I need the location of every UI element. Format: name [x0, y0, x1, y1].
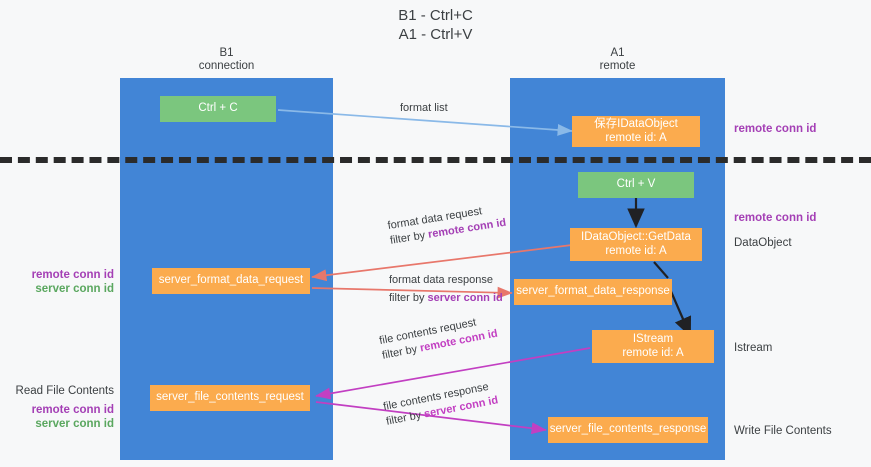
lane-header-a1-name: A1	[610, 47, 625, 59]
annotation-left-remote-conn-id: remote conn id	[31, 269, 114, 281]
annotation-write-file-contents: Write File Contents	[734, 425, 832, 437]
annotation-right-mid-remote-conn-id: remote conn id	[734, 212, 817, 224]
edge-label-fdresp-text: format data response	[389, 274, 493, 286]
node-istream-line2: remote id: A	[622, 346, 684, 359]
node-idataobject-getdata[interactable]: IDataObject::GetData remote id: A	[570, 228, 702, 261]
annotation-left-remote-conn-id-2: remote conn id	[31, 404, 114, 416]
edge-label-fdresp-filter-id: server conn id	[427, 292, 503, 304]
edge-label-file-contents-response: file contents response filter by server …	[382, 379, 499, 430]
annotation-dataobject: DataObject	[734, 237, 792, 249]
diagram-title: B1 - Ctrl+C A1 - Ctrl+V	[0, 6, 871, 44]
node-save-idataobject-line1: 保存IDataObject	[594, 118, 678, 130]
node-server-format-data-request[interactable]: server_format_data_request	[152, 268, 310, 294]
annotation-left-server-conn-id-2: server conn id	[35, 418, 114, 430]
node-save-idataobject[interactable]: 保存IDataObject remote id: A	[572, 116, 700, 147]
annotation-left-server-conn-id: server conn id	[35, 283, 114, 295]
node-fmt-req-label: server_format_data_request	[158, 274, 304, 287]
phase-divider	[0, 157, 871, 163]
edge-label-file-contents-request: file contents request filter by remote c…	[378, 312, 499, 364]
edge-label-format-data-request: format data request filter by remote con…	[387, 201, 508, 249]
node-server-format-data-response[interactable]: server_format_data_response	[514, 279, 672, 305]
annotation-read-file-contents: Read File Contents	[15, 385, 114, 397]
title-line-2: A1 - Ctrl+V	[398, 26, 473, 43]
annotation-istream: Istream	[734, 342, 773, 354]
edge-label-format-list-text: format list	[400, 102, 448, 114]
node-file-req-label: server_file_contents_request	[156, 391, 304, 404]
lane-header-b1-name: B1	[219, 47, 234, 59]
node-ctrl-c-label: Ctrl + C	[198, 102, 238, 115]
lane-header-a1-role: remote	[599, 60, 636, 72]
node-ctrl-v[interactable]: Ctrl + V	[578, 172, 694, 198]
node-server-file-contents-response[interactable]: server_file_contents_response	[548, 417, 708, 443]
node-istream-line1: IStream	[632, 333, 674, 345]
title-line-1: B1 - Ctrl+C	[398, 7, 473, 24]
node-fmt-resp-label: server_format_data_response	[516, 285, 670, 298]
node-server-file-contents-request[interactable]: server_file_contents_request	[150, 385, 310, 411]
node-file-resp-label: server_file_contents_response	[549, 423, 707, 436]
node-getdata-line2: remote id: A	[605, 244, 667, 257]
edge-label-fdresp-filter: filter by	[389, 292, 425, 304]
node-istream[interactable]: IStream remote id: A	[592, 330, 714, 363]
lane-header-b1-role: connection	[198, 60, 255, 72]
lane-header-a1: A1 remote	[510, 47, 725, 73]
annotation-right-top-remote-conn-id: remote conn id	[734, 123, 817, 135]
edge-label-format-data-response: format data response filter by server co…	[389, 273, 503, 306]
edge-label-fdreq-filter: filter by	[389, 229, 427, 247]
node-getdata-line1: IDataObject::GetData	[581, 231, 691, 243]
node-ctrl-v-label: Ctrl + V	[616, 178, 656, 191]
node-ctrl-c[interactable]: Ctrl + C	[160, 96, 276, 122]
node-save-idataobject-line2: remote id: A	[605, 131, 667, 144]
lane-header-b1: B1 connection	[120, 47, 333, 73]
edge-label-format-list: format list	[400, 101, 448, 116]
